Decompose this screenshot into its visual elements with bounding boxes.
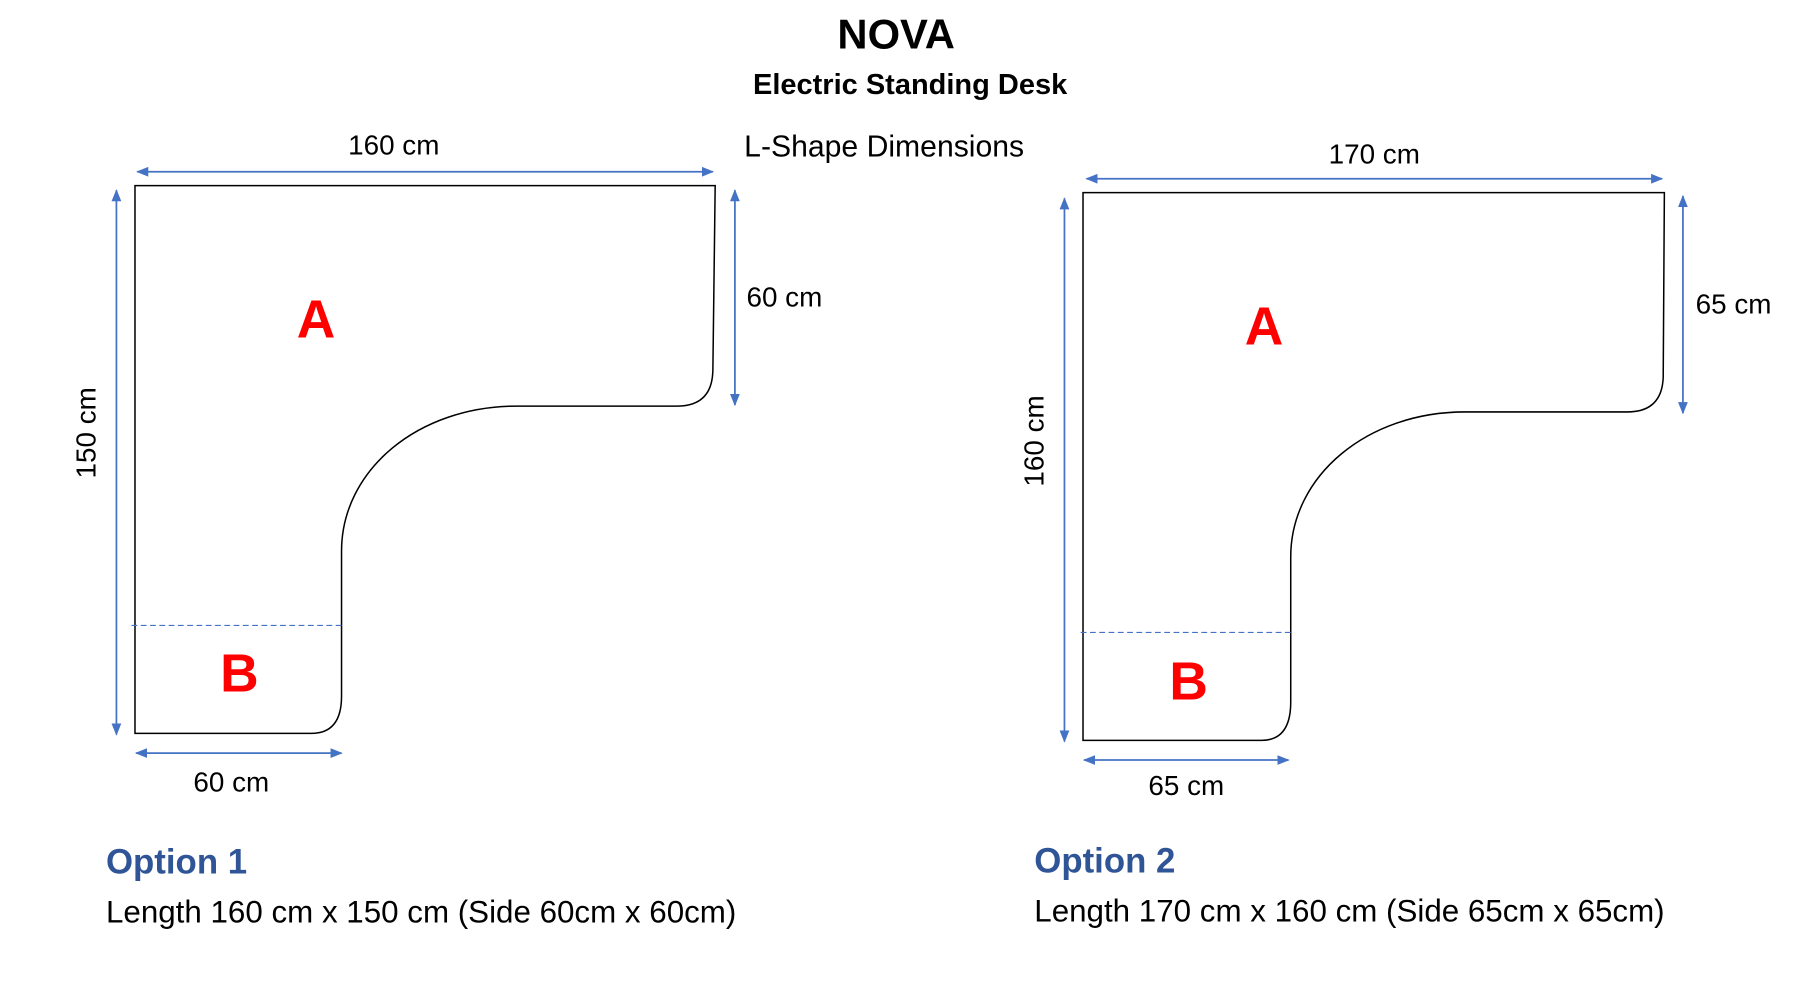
option-2-drawing: 170 cm 65 cm 160 cm 65 cm A B Option 2 L…	[1019, 139, 1772, 929]
left-length-label: 160 cm	[1019, 395, 1050, 486]
subtitle: Electric Standing Desk	[753, 69, 1068, 101]
bottom-width-label: 60 cm	[193, 766, 269, 797]
option-1-description: Length 160 cm x 150 cm (Side 60cm x 60cm…	[106, 894, 736, 929]
section-a-label: A	[1245, 298, 1284, 357]
right-depth-label: 65 cm	[1696, 288, 1772, 319]
desk-outline	[134, 184, 716, 735]
left-length-label: 150 cm	[71, 387, 102, 478]
option-2-heading: Option 2	[1034, 842, 1175, 881]
top-width-label: 170 cm	[1329, 139, 1420, 170]
right-depth-label: 60 cm	[747, 281, 823, 312]
option-1-heading: Option 1	[106, 843, 247, 882]
section-a-label: A	[297, 291, 336, 350]
option-1-drawing: 160 cm 60 cm 150 cm 60 cm A B Option 1 L…	[71, 129, 823, 929]
bottom-width-label: 65 cm	[1148, 770, 1224, 801]
desk-outline	[1082, 191, 1666, 742]
section-b-label: B	[220, 645, 259, 704]
option-2-description: Length 170 cm x 160 cm (Side 65cm x 65cm…	[1034, 893, 1664, 928]
title: NOVA	[837, 11, 955, 58]
section-b-label: B	[1169, 653, 1208, 712]
caption: L-Shape Dimensions	[744, 131, 1024, 164]
top-width-label: 160 cm	[348, 129, 439, 160]
